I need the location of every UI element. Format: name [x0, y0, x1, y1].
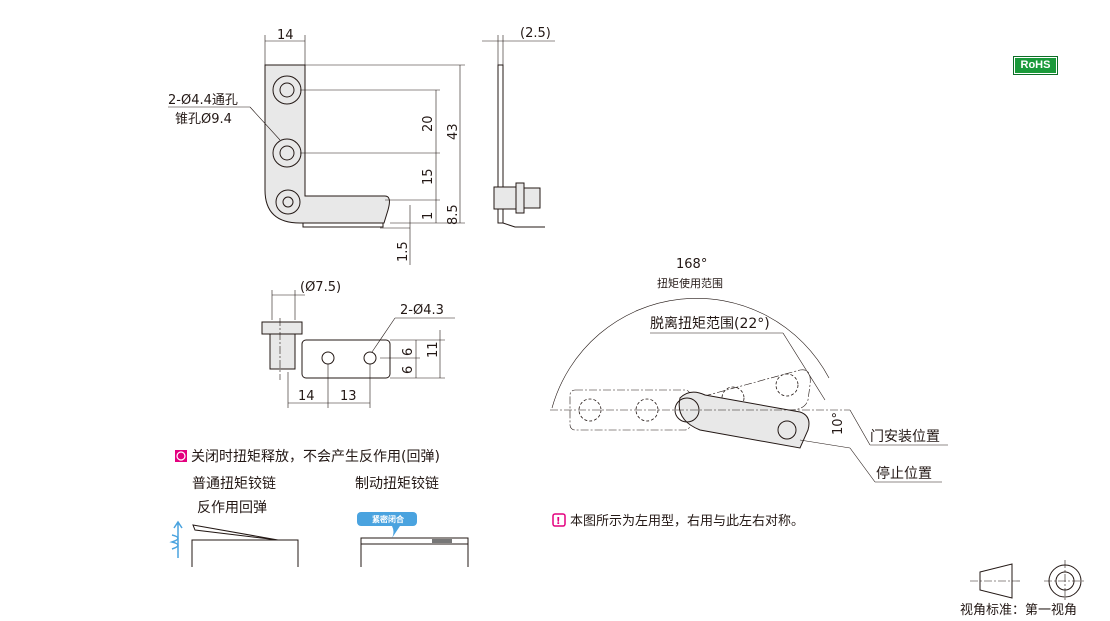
release-label: 脱离扭矩范围(22°) — [650, 315, 770, 332]
feature-panel: 关闭时扭矩释放，不会产生反作用(回弹) 普通扭矩铰链 反作用回弹 制动扭矩铰链 … — [169, 449, 469, 567]
note: ! 本图所示为左用型，右用与此左右对称。 — [552, 513, 804, 529]
tag-text: 紧密闭合 — [372, 514, 405, 524]
dim-side-thickness: (2.5) — [520, 26, 551, 41]
brake-hinge-label: 制动扭矩铰链 — [355, 476, 439, 492]
dim-bottom: 8.5 — [446, 204, 461, 225]
dim-shaft: (Ø7.5) — [300, 280, 341, 295]
dim-offset: 15 — [421, 168, 436, 185]
install-label: 门安装位置 — [870, 429, 940, 445]
note-text: 本图所示为左用型，右用与此左右对称。 — [570, 514, 804, 529]
front-view: 14 20 43 15 8.5 1 1.5 2-Ø4.4通孔 锥孔Ø9.4 — [168, 28, 465, 265]
bottom-view: (Ø7.5) 2-Ø4.3 6 11 6 14 13 — [261, 280, 455, 408]
angle-view: 168° 扭矩使用范围 脱离扭矩范围(22°) 10° 门安装位置 停止位置 — [550, 257, 948, 483]
rebound-arrow-icon — [173, 520, 183, 558]
dim-w2: 13 — [340, 389, 357, 404]
bottom-holes-label: 2-Ø4.3 — [400, 303, 444, 318]
projection-symbol: 视角标准：第一视角 — [960, 560, 1086, 618]
tight-close-tag — [357, 512, 417, 526]
normal-hinge-label: 普通扭矩铰链 — [192, 476, 276, 492]
dim-height: 43 — [446, 123, 461, 140]
stop-angle: 10° — [831, 412, 846, 435]
range-angle: 168° — [676, 257, 707, 272]
dim-h2: 11 — [426, 341, 441, 358]
countersink-label: 锥孔Ø9.4 — [175, 112, 232, 127]
range-label: 扭矩使用范围 — [657, 276, 723, 290]
projection-label: 视角标准：第一视角 — [960, 603, 1077, 618]
warning-icon: ! — [556, 516, 561, 527]
dim-width: 14 — [277, 28, 294, 43]
dim-thickness: 1.5 — [396, 241, 411, 262]
dim-w1: 14 — [298, 389, 315, 404]
dim-h3: 6 — [401, 366, 416, 374]
holes-label: 2-Ø4.4通孔 — [168, 93, 238, 108]
side-view: (2.5) — [482, 26, 555, 228]
feature-title: 关闭时扭矩释放，不会产生反作用(回弹) — [191, 449, 440, 465]
rohs-badge: RoHS — [1013, 56, 1058, 75]
rebound-label: 反作用回弹 — [197, 500, 267, 516]
dim-h1: 6 — [401, 348, 416, 356]
dim-gap: 1 — [421, 212, 436, 220]
stop-label: 停止位置 — [876, 465, 932, 482]
dim-pitch: 20 — [421, 115, 436, 132]
